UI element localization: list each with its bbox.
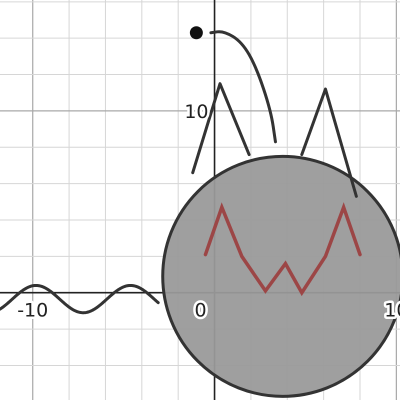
graphed-curves (0, 26, 400, 398)
x-tick-label: -10 (17, 300, 48, 322)
point-marker[interactable] (189, 26, 203, 40)
tick-labels: -10 0 10 10 (15, 98, 400, 324)
y-tick-label: 10 (184, 101, 208, 123)
body-circle[interactable] (161, 154, 400, 398)
tail-curve[interactable] (209, 30, 277, 144)
x-tick-label: 0 (194, 300, 206, 322)
left-ear-curve[interactable] (191, 82, 251, 175)
x-tick-label: 10 (384, 300, 400, 322)
wave-curve[interactable] (0, 283, 160, 315)
right-ear-curve[interactable] (300, 87, 358, 198)
mouth-zigzag-curve[interactable] (203, 202, 362, 297)
